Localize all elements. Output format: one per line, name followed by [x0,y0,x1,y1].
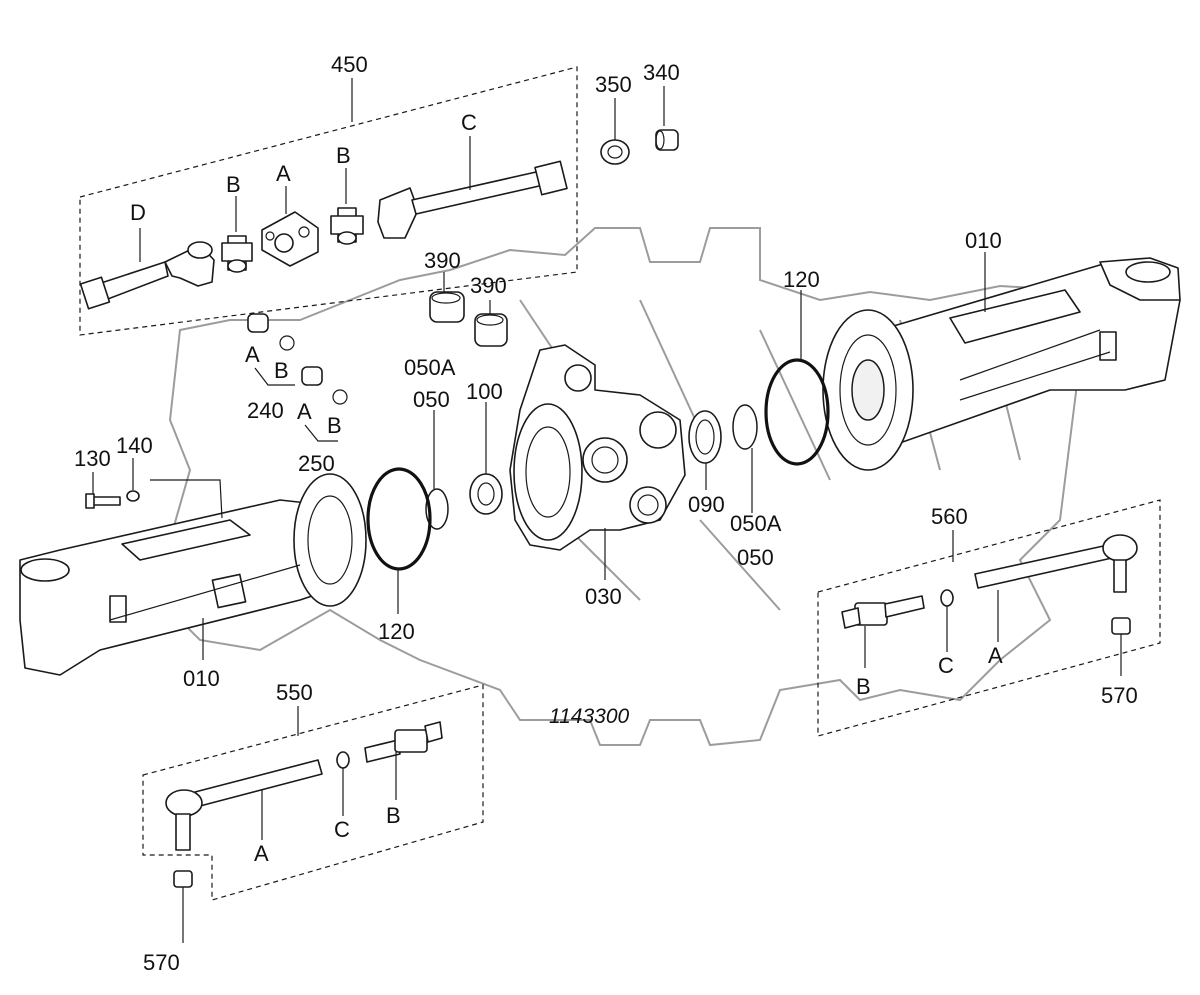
label-b2: B [336,143,351,168]
leader-250 [304,424,338,442]
label-010-left: 010 [183,666,220,691]
bushing-390b [474,313,508,347]
tie-rod-560-a [974,534,1138,593]
seal-090 [688,410,722,464]
nut-570-right [1111,617,1131,635]
axle-housing-left-010 [19,473,367,676]
ball-240b [279,335,295,351]
label-450: 450 [331,52,368,77]
watermark-gear-outline [158,227,1121,747]
bushing-390a [429,291,465,323]
shaft-d [79,241,215,310]
label-560-b: B [856,674,871,699]
shaft-c [377,160,568,239]
o-ring-120-top [764,358,830,466]
label-090: 090 [688,492,725,517]
nut-570-left [173,870,193,888]
label-010-right: 010 [965,228,1002,253]
label-140: 140 [116,433,153,458]
tie-rod-550-a [165,759,323,851]
universal-joint-cross-b1 [221,235,253,273]
label-250: 250 [298,451,335,476]
label-050a-top: 050A [404,355,456,380]
label-050a-bottom: 050A [730,511,782,536]
label-550-c: C [334,817,350,842]
label-550: 550 [276,680,313,705]
ring-050-right [732,404,758,450]
leader-240 [254,367,295,386]
label-550-a: A [254,841,269,866]
label-c: C [461,110,477,135]
label-130: 130 [74,446,111,471]
label-100: 100 [466,379,503,404]
nut-560-c [940,589,954,607]
label-b1: B [226,172,241,197]
label-240: 240 [247,398,284,423]
label-240-b: B [274,358,289,383]
washer-140 [126,490,140,502]
label-120-top: 120 [783,267,820,292]
label-050-bottom: 050 [737,545,774,570]
bolt-130 [85,493,121,509]
label-030: 030 [585,584,622,609]
bushing-240a [247,313,269,333]
label-050-top: 050 [413,387,450,412]
double-yoke-coupler-a [261,211,319,267]
tie-rod-end-550-b [364,721,443,763]
tie-rod-end-560-b [841,595,925,629]
ball-250b [332,389,348,405]
bushing-340 [655,129,679,151]
label-120-bottom: 120 [378,619,415,644]
axle-housing-right-010 [822,257,1181,471]
label-350: 350 [595,72,632,97]
label-390a: 390 [424,248,461,273]
label-240-a: A [245,342,260,367]
o-ring-120-bottom [366,467,432,571]
label-250-b: B [327,413,342,438]
label-570-left: 570 [143,950,180,975]
bearing-100 [469,473,503,515]
label-560: 560 [931,504,968,529]
label-340: 340 [643,60,680,85]
group-450-dashed-frame [79,66,578,336]
label-a: A [276,161,291,186]
differential-carrier-030 [509,344,686,551]
ring-050-left [425,488,449,530]
bushing-250a [301,366,323,386]
label-560-c: C [938,653,954,678]
label-570-right: 570 [1101,683,1138,708]
label-d: D [130,200,146,225]
bearing-350 [600,139,630,165]
nut-550-c [336,751,350,769]
group-550-dashed-frame [142,684,484,901]
group-560-dashed-frame [817,499,1161,737]
label-550-b: B [386,803,401,828]
drawing-number: 1143300 [549,705,630,728]
label-390b: 390 [470,273,507,298]
label-250-a: A [297,399,312,424]
label-560-a: A [988,643,1003,668]
universal-joint-cross-b2 [330,207,364,245]
